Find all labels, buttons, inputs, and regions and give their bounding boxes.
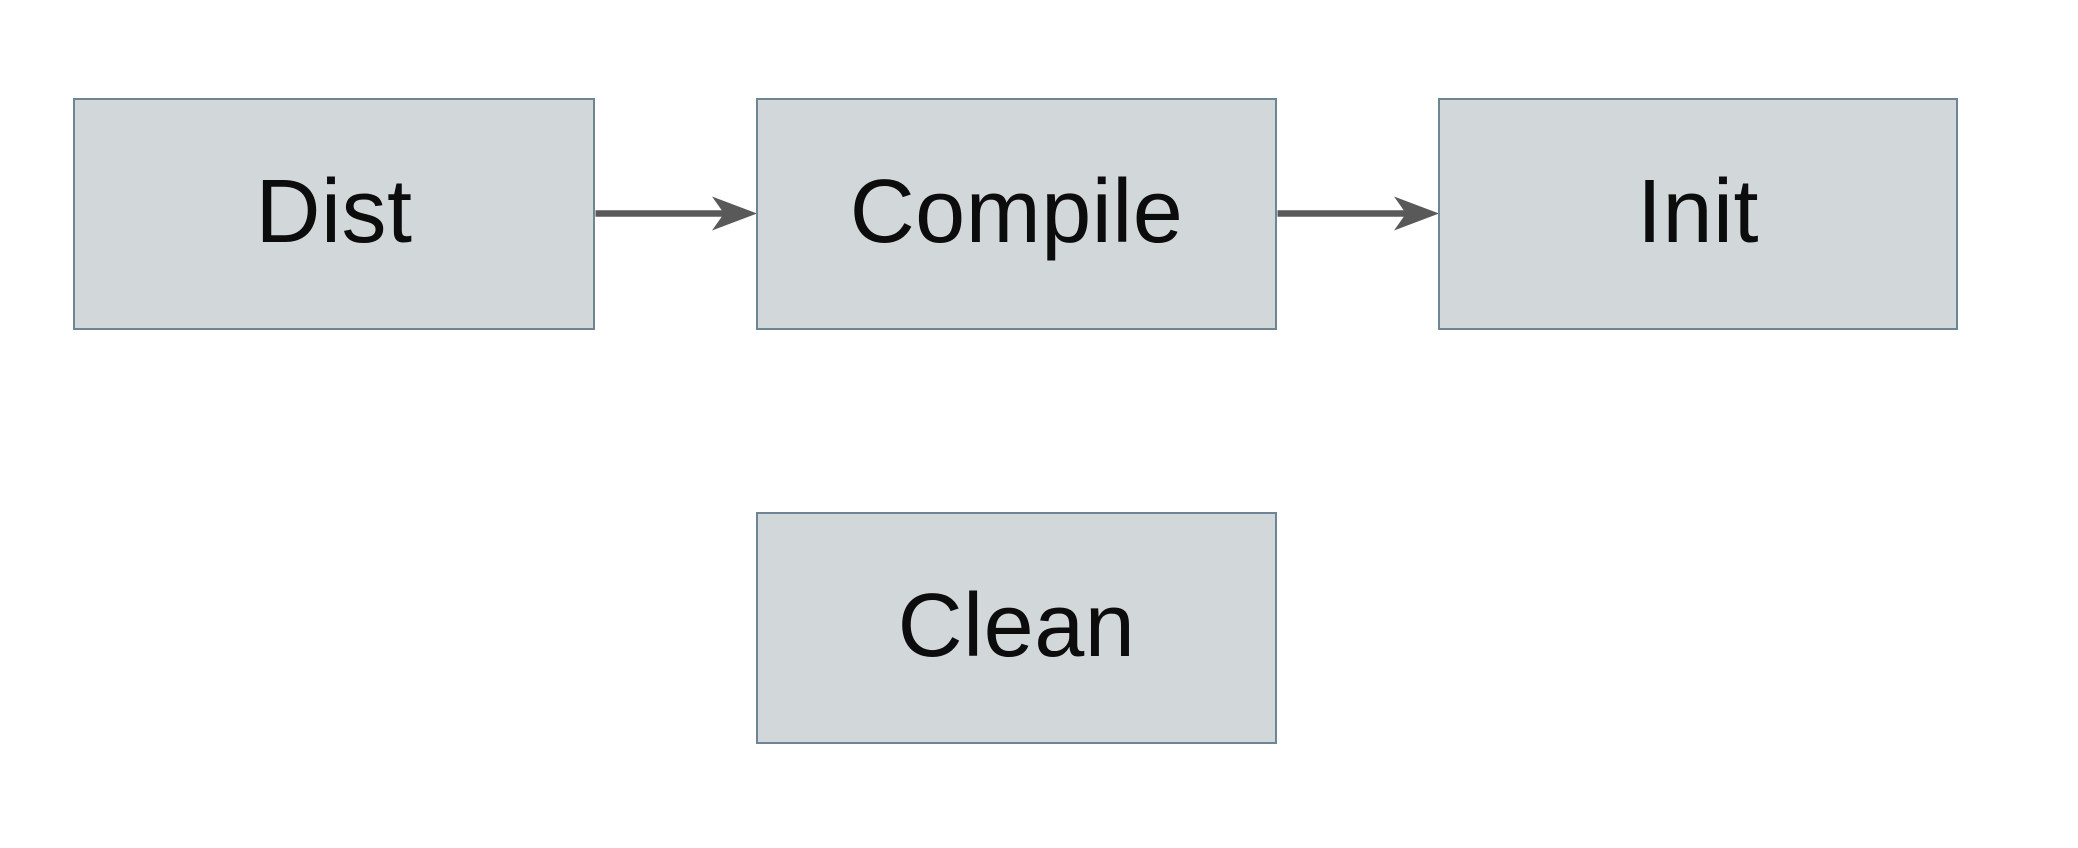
node-compile: Compile bbox=[756, 98, 1277, 330]
node-dist-label: Dist bbox=[255, 162, 413, 262]
node-dist: Dist bbox=[73, 98, 595, 330]
node-init: Init bbox=[1438, 98, 1958, 330]
node-clean-label: Clean bbox=[897, 576, 1136, 676]
node-compile-label: Compile bbox=[849, 162, 1184, 262]
node-init-label: Init bbox=[1636, 162, 1760, 262]
arrowhead-right-icon bbox=[1394, 196, 1439, 231]
arrowhead-right-icon bbox=[712, 196, 757, 231]
node-clean: Clean bbox=[756, 512, 1277, 744]
edge-compile-to-init bbox=[1277, 196, 1439, 231]
edge-dist-to-compile bbox=[595, 196, 757, 231]
